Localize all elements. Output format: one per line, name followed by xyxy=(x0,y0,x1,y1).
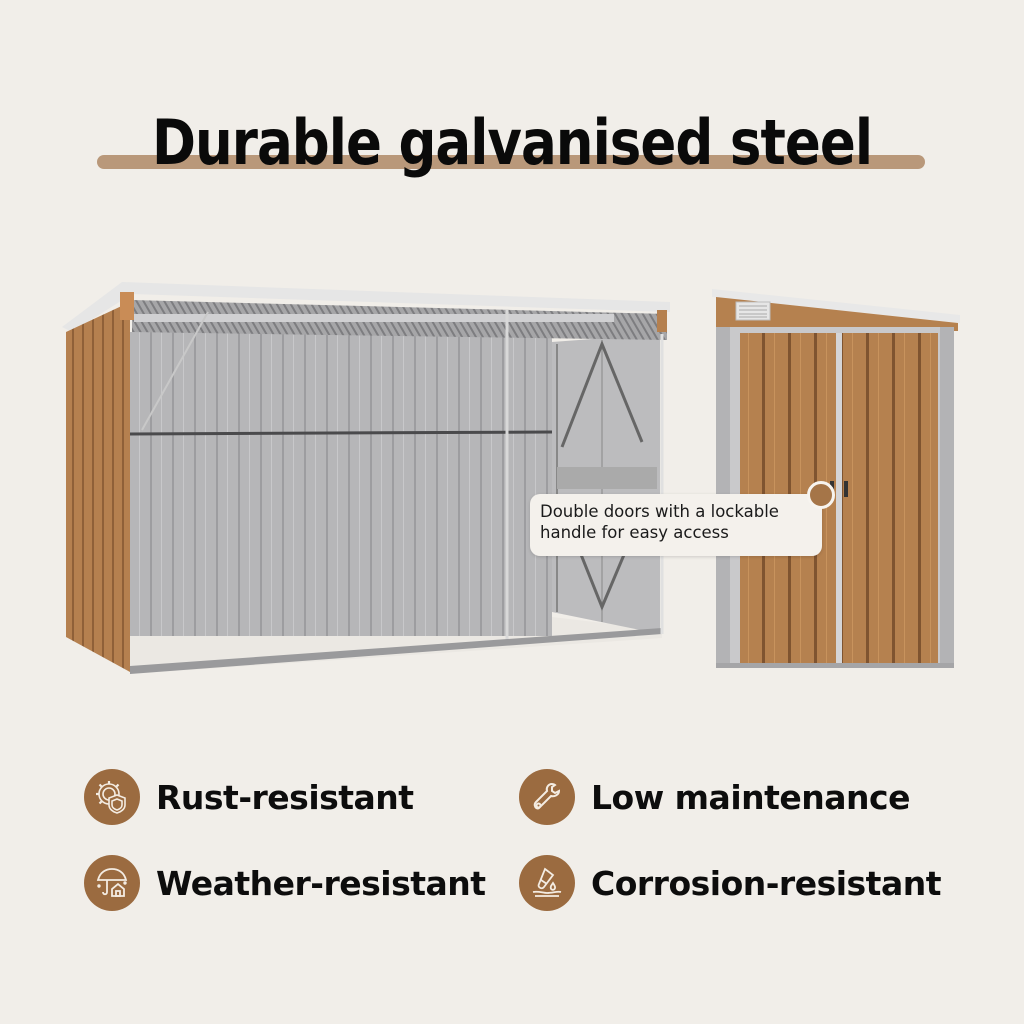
wrench-icon xyxy=(519,769,575,825)
feature-weather-resistant: Weather-resistant xyxy=(84,855,486,911)
open-shed-image xyxy=(62,282,670,674)
callout-line-2: handle for easy access xyxy=(540,523,729,542)
umbrella-house-icon xyxy=(84,855,140,911)
callout-marker xyxy=(807,481,835,509)
feature-label: Low maintenance xyxy=(591,777,911,817)
feature-label: Rust-resistant xyxy=(156,777,414,817)
gear-shield-icon xyxy=(84,769,140,825)
door-shed-image xyxy=(712,289,960,668)
page-title: Durable galvanised steel xyxy=(151,106,873,179)
feature-label: Weather-resistant xyxy=(156,863,486,903)
feature-label: Corrosion-resistant xyxy=(591,863,942,903)
header: Durable galvanised steel xyxy=(0,108,1024,178)
title-underline xyxy=(97,155,925,169)
callout-line-1: Double doors with a lockable xyxy=(540,502,779,521)
feature-low-maintenance: Low maintenance xyxy=(519,769,911,825)
feature-corrosion-resistant: Corrosion-resistant xyxy=(519,855,942,911)
door-callout: Double doors with a lockable handle for … xyxy=(530,494,822,556)
test-tube-drop-icon xyxy=(519,855,575,911)
feature-rust-resistant: Rust-resistant xyxy=(84,769,414,825)
